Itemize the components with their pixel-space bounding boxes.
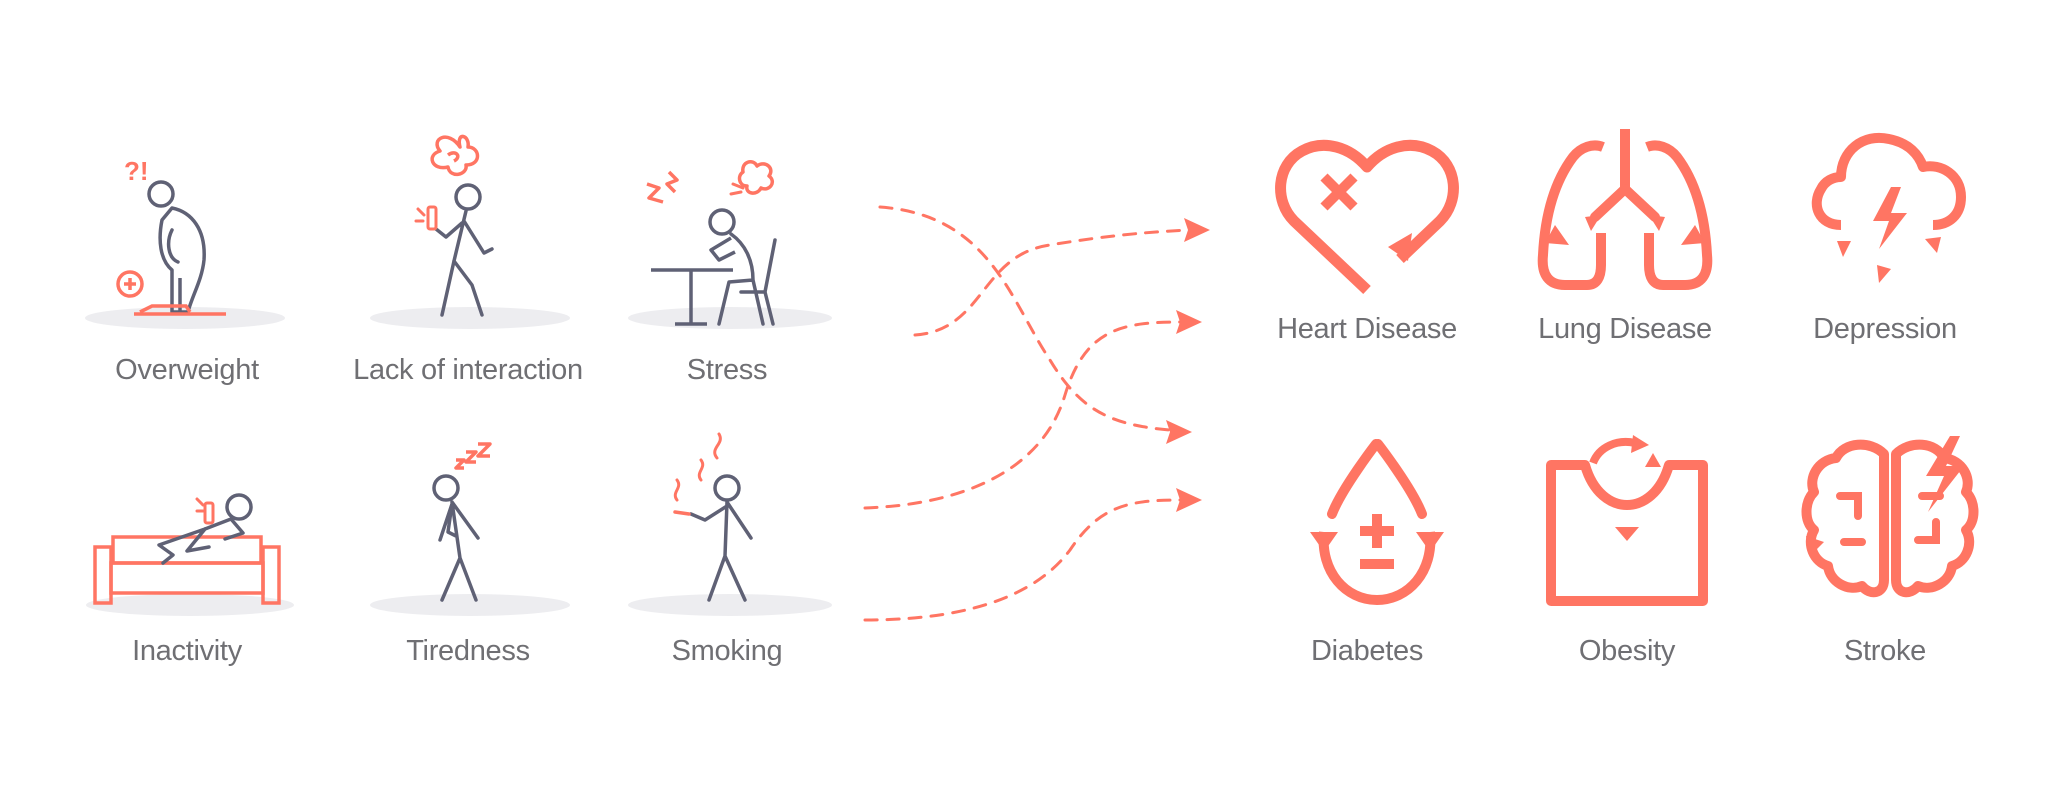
- svg-text:?!: ?!: [124, 156, 149, 186]
- arrow-path-1: [878, 205, 1172, 432]
- condition-label-obesity: Obesity: [1578, 635, 1676, 667]
- cause-label-stress: Stress: [686, 354, 768, 386]
- arrow-head-3: [1176, 310, 1202, 334]
- stressed-person-at-desk-icon: [628, 160, 832, 329]
- condition-label-stroke: Stroke: [1843, 635, 1926, 667]
- sleepy-person-icon: [370, 442, 570, 616]
- person-on-couch-icon: [86, 493, 294, 616]
- cause-label-tiredness: Tiredness: [406, 635, 530, 667]
- arrow-head-4: [1176, 488, 1202, 512]
- condition-label-lung-disease: Lung Disease: [1538, 313, 1712, 345]
- condition-label-depression: Depression: [1813, 313, 1957, 345]
- broken-heart-icon: [1275, 139, 1459, 294]
- blood-drop-icon: [1310, 439, 1444, 606]
- arrow-path-4: [863, 498, 1182, 622]
- body-outline-icon: [1546, 435, 1708, 606]
- cause-label-lack-of-interaction: Lack of interaction: [353, 354, 583, 386]
- lungs-icon: [1537, 129, 1713, 290]
- overweight-person-on-scale-icon: ?!: [85, 156, 285, 329]
- condition-label-diabetes: Diabetes: [1310, 635, 1424, 667]
- person-smoking-icon: [628, 432, 832, 616]
- arrow-path-2: [913, 228, 1190, 337]
- cause-label-smoking: Smoking: [671, 635, 783, 667]
- cause-label-inactivity: Inactivity: [132, 635, 242, 667]
- cause-label-overweight: Overweight: [115, 354, 259, 386]
- condition-label-heart-disease: Heart Disease: [1277, 313, 1457, 345]
- person-with-phone-icon: [370, 134, 570, 329]
- arrow-path-3: [863, 320, 1182, 510]
- storm-cloud-icon: [1811, 132, 1966, 283]
- arrow-head-1: [1166, 420, 1192, 444]
- arrow-head-2: [1184, 218, 1210, 242]
- brain-lightning-icon: [1801, 436, 1979, 598]
